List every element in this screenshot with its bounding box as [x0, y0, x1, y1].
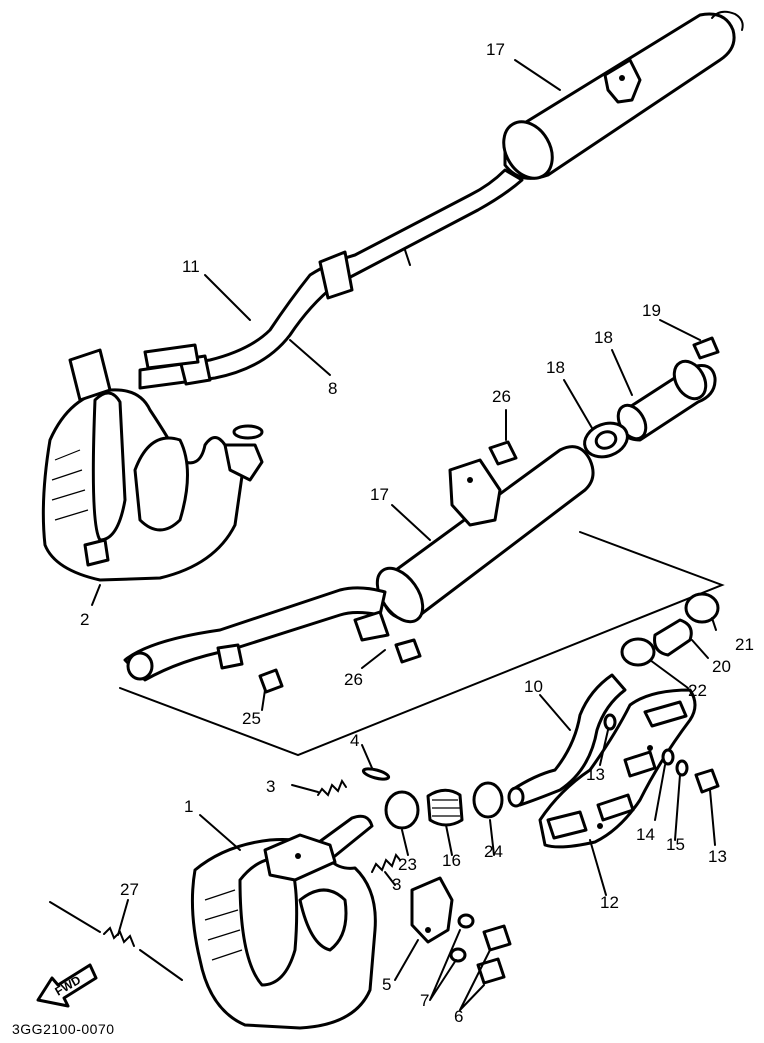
callout-21: 18	[594, 328, 613, 347]
washer-13-lower	[661, 748, 675, 766]
callout-14: 15	[666, 835, 685, 854]
bolt-24	[258, 668, 284, 694]
callout-25: 26	[344, 670, 363, 689]
callout-15: 16	[442, 851, 461, 870]
lower-exhaust-assembly: FWD	[36, 673, 720, 1030]
leader-lines	[91, 59, 717, 1011]
callout-17-upper: 21	[735, 635, 754, 654]
bolt-25	[394, 638, 422, 664]
callout-18-left: 23	[398, 855, 417, 874]
callout-11: 11	[182, 257, 200, 276]
silencer-19	[123, 445, 595, 682]
callout-5: 5	[382, 975, 391, 994]
callout-16: 20	[712, 657, 731, 676]
callout-18-right: 24	[484, 842, 503, 861]
callout-20: 17	[486, 40, 505, 59]
callout-12: 13	[708, 847, 727, 866]
callout-7: 7	[420, 991, 429, 1010]
exhaust-pipe-1	[190, 814, 377, 1030]
bracket-5	[410, 876, 454, 944]
callout-22: 18	[546, 358, 565, 377]
callout-19: 17	[370, 485, 389, 504]
spring-3-upper	[317, 778, 347, 797]
callout-3-upper: 3	[266, 777, 275, 796]
callout-8: 10	[524, 677, 543, 696]
callout-2: 2	[80, 610, 89, 629]
callout-13-lower: 14	[636, 825, 655, 844]
fwd-arrow-icon: FWD	[36, 963, 98, 1008]
bolt-26	[488, 440, 518, 466]
spring-27	[49, 901, 183, 981]
callout-3-lower: 3	[392, 875, 401, 894]
washer-7-lower	[449, 947, 467, 963]
callout-17-lower: 22	[688, 681, 707, 700]
clamp-17-lower	[620, 637, 656, 667]
bolt-12	[694, 768, 720, 794]
exhaust-pipe-9	[138, 168, 524, 390]
callout-13-upper: 13	[586, 765, 605, 784]
clamp-17-upper	[684, 592, 720, 624]
callout-26: 26	[492, 387, 511, 406]
washer-13-upper	[603, 713, 617, 731]
diagram-code: 3GG2100-0070	[12, 1021, 115, 1037]
callout-6: 6	[454, 1007, 463, 1026]
callout-27: 27	[120, 880, 139, 899]
bolt-6-upper	[482, 924, 512, 952]
end-cap-21	[616, 359, 717, 442]
callout-23: 19	[642, 301, 661, 320]
upper-exhaust-assembly	[41, 10, 744, 582]
middle-exhaust-assembly	[119, 336, 725, 757]
bolt-23	[692, 336, 720, 360]
spring-3-lower	[371, 852, 401, 873]
silencer-20	[502, 10, 744, 180]
pipe-8	[510, 673, 627, 807]
washer-7-upper	[457, 913, 475, 929]
callout-10: 12	[600, 893, 619, 912]
bolt-6-lower	[476, 957, 506, 985]
clamp-18-right	[472, 781, 504, 819]
heat-guard-10	[538, 688, 697, 849]
callout-24: 25	[242, 709, 261, 728]
washer-14	[675, 759, 689, 777]
joint-16	[653, 618, 693, 657]
callout-1: 1	[184, 797, 193, 816]
o-ring-4	[361, 767, 391, 781]
callout-9: 8	[328, 379, 337, 398]
callout-4: 4	[350, 731, 359, 750]
clamp-18-left	[384, 790, 420, 830]
callout-labels: 17 11 8 2 19 18 18 26 17 26 25 21 20 22 …	[80, 40, 754, 1026]
expansion-chamber-2	[41, 348, 264, 582]
